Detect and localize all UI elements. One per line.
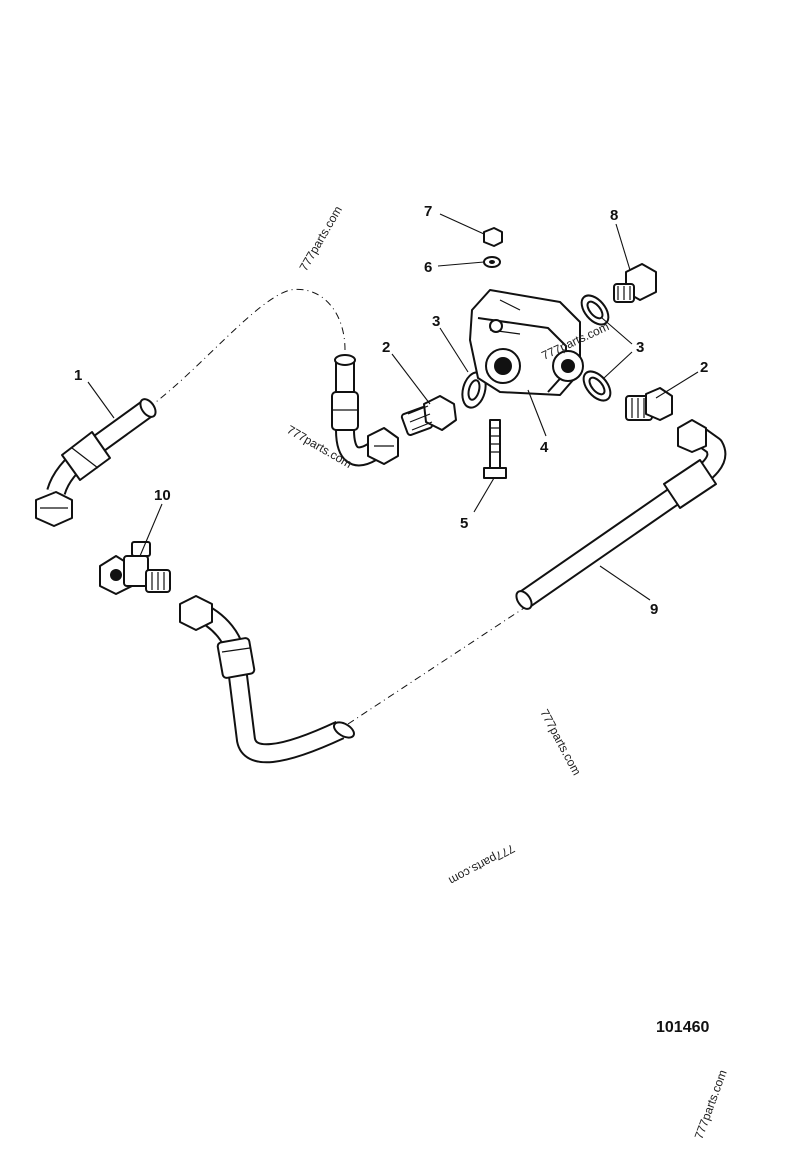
connection-line-hose9 — [347, 607, 525, 725]
nut-part-7 — [483, 227, 503, 247]
watermark-4: 777parts.com — [537, 707, 583, 778]
bolt-part-5 — [483, 419, 507, 479]
watermark-1: 777parts.com — [296, 204, 344, 274]
callout-2-right: 2 — [700, 359, 708, 376]
callout-6: 6 — [424, 259, 432, 276]
hose-part-9 — [515, 419, 727, 610]
connection-line-hose1 — [147, 288, 346, 409]
leader-line-6 — [437, 261, 485, 267]
washer-part-3-left — [461, 371, 487, 409]
leader-line-5 — [473, 477, 495, 513]
leader-line-7 — [439, 213, 485, 235]
leader-line-10 — [139, 503, 163, 557]
washer-part-3-right-lower — [582, 370, 612, 402]
lock-washer-part-6 — [483, 256, 501, 268]
leader-line-3-left — [439, 327, 469, 373]
callout-1: 1 — [74, 367, 82, 384]
figure-number: 101460 — [656, 1019, 709, 1036]
hose-part-1-fitting-end — [331, 354, 399, 467]
washer-part-3-right-upper — [580, 294, 610, 326]
leader-line-3-right-b — [603, 351, 633, 379]
callout-4: 4 — [540, 439, 549, 456]
valve-block-part-4 — [469, 289, 584, 396]
plug-part-8 — [613, 263, 657, 303]
leader-line-8 — [615, 223, 631, 271]
callout-3-left: 3 — [432, 313, 440, 330]
leader-line-4 — [527, 389, 547, 437]
watermark-6: 777parts.com — [692, 1068, 730, 1141]
lower-hose-section — [179, 595, 355, 764]
hose-part-1 — [35, 398, 157, 527]
callout-10: 10 — [154, 487, 171, 504]
callout-9: 9 — [650, 601, 658, 618]
adapter-fitting-part-2-left — [400, 395, 457, 436]
leader-line-3-right-a — [601, 317, 633, 345]
watermark-5: 777parts.com — [446, 841, 517, 887]
callout-3-right: 3 — [636, 339, 644, 356]
adapter-fitting-part-2-right — [625, 387, 673, 421]
callout-2-left: 2 — [382, 339, 390, 356]
leader-line-1 — [87, 381, 115, 419]
callout-5: 5 — [460, 515, 468, 532]
leader-line-2-right — [655, 371, 699, 399]
leader-line-9 — [599, 565, 651, 601]
callout-7: 7 — [424, 203, 432, 220]
callout-8: 8 — [610, 207, 618, 224]
tee-fitting-part-10 — [99, 541, 171, 595]
leader-line-2-left — [391, 353, 431, 405]
